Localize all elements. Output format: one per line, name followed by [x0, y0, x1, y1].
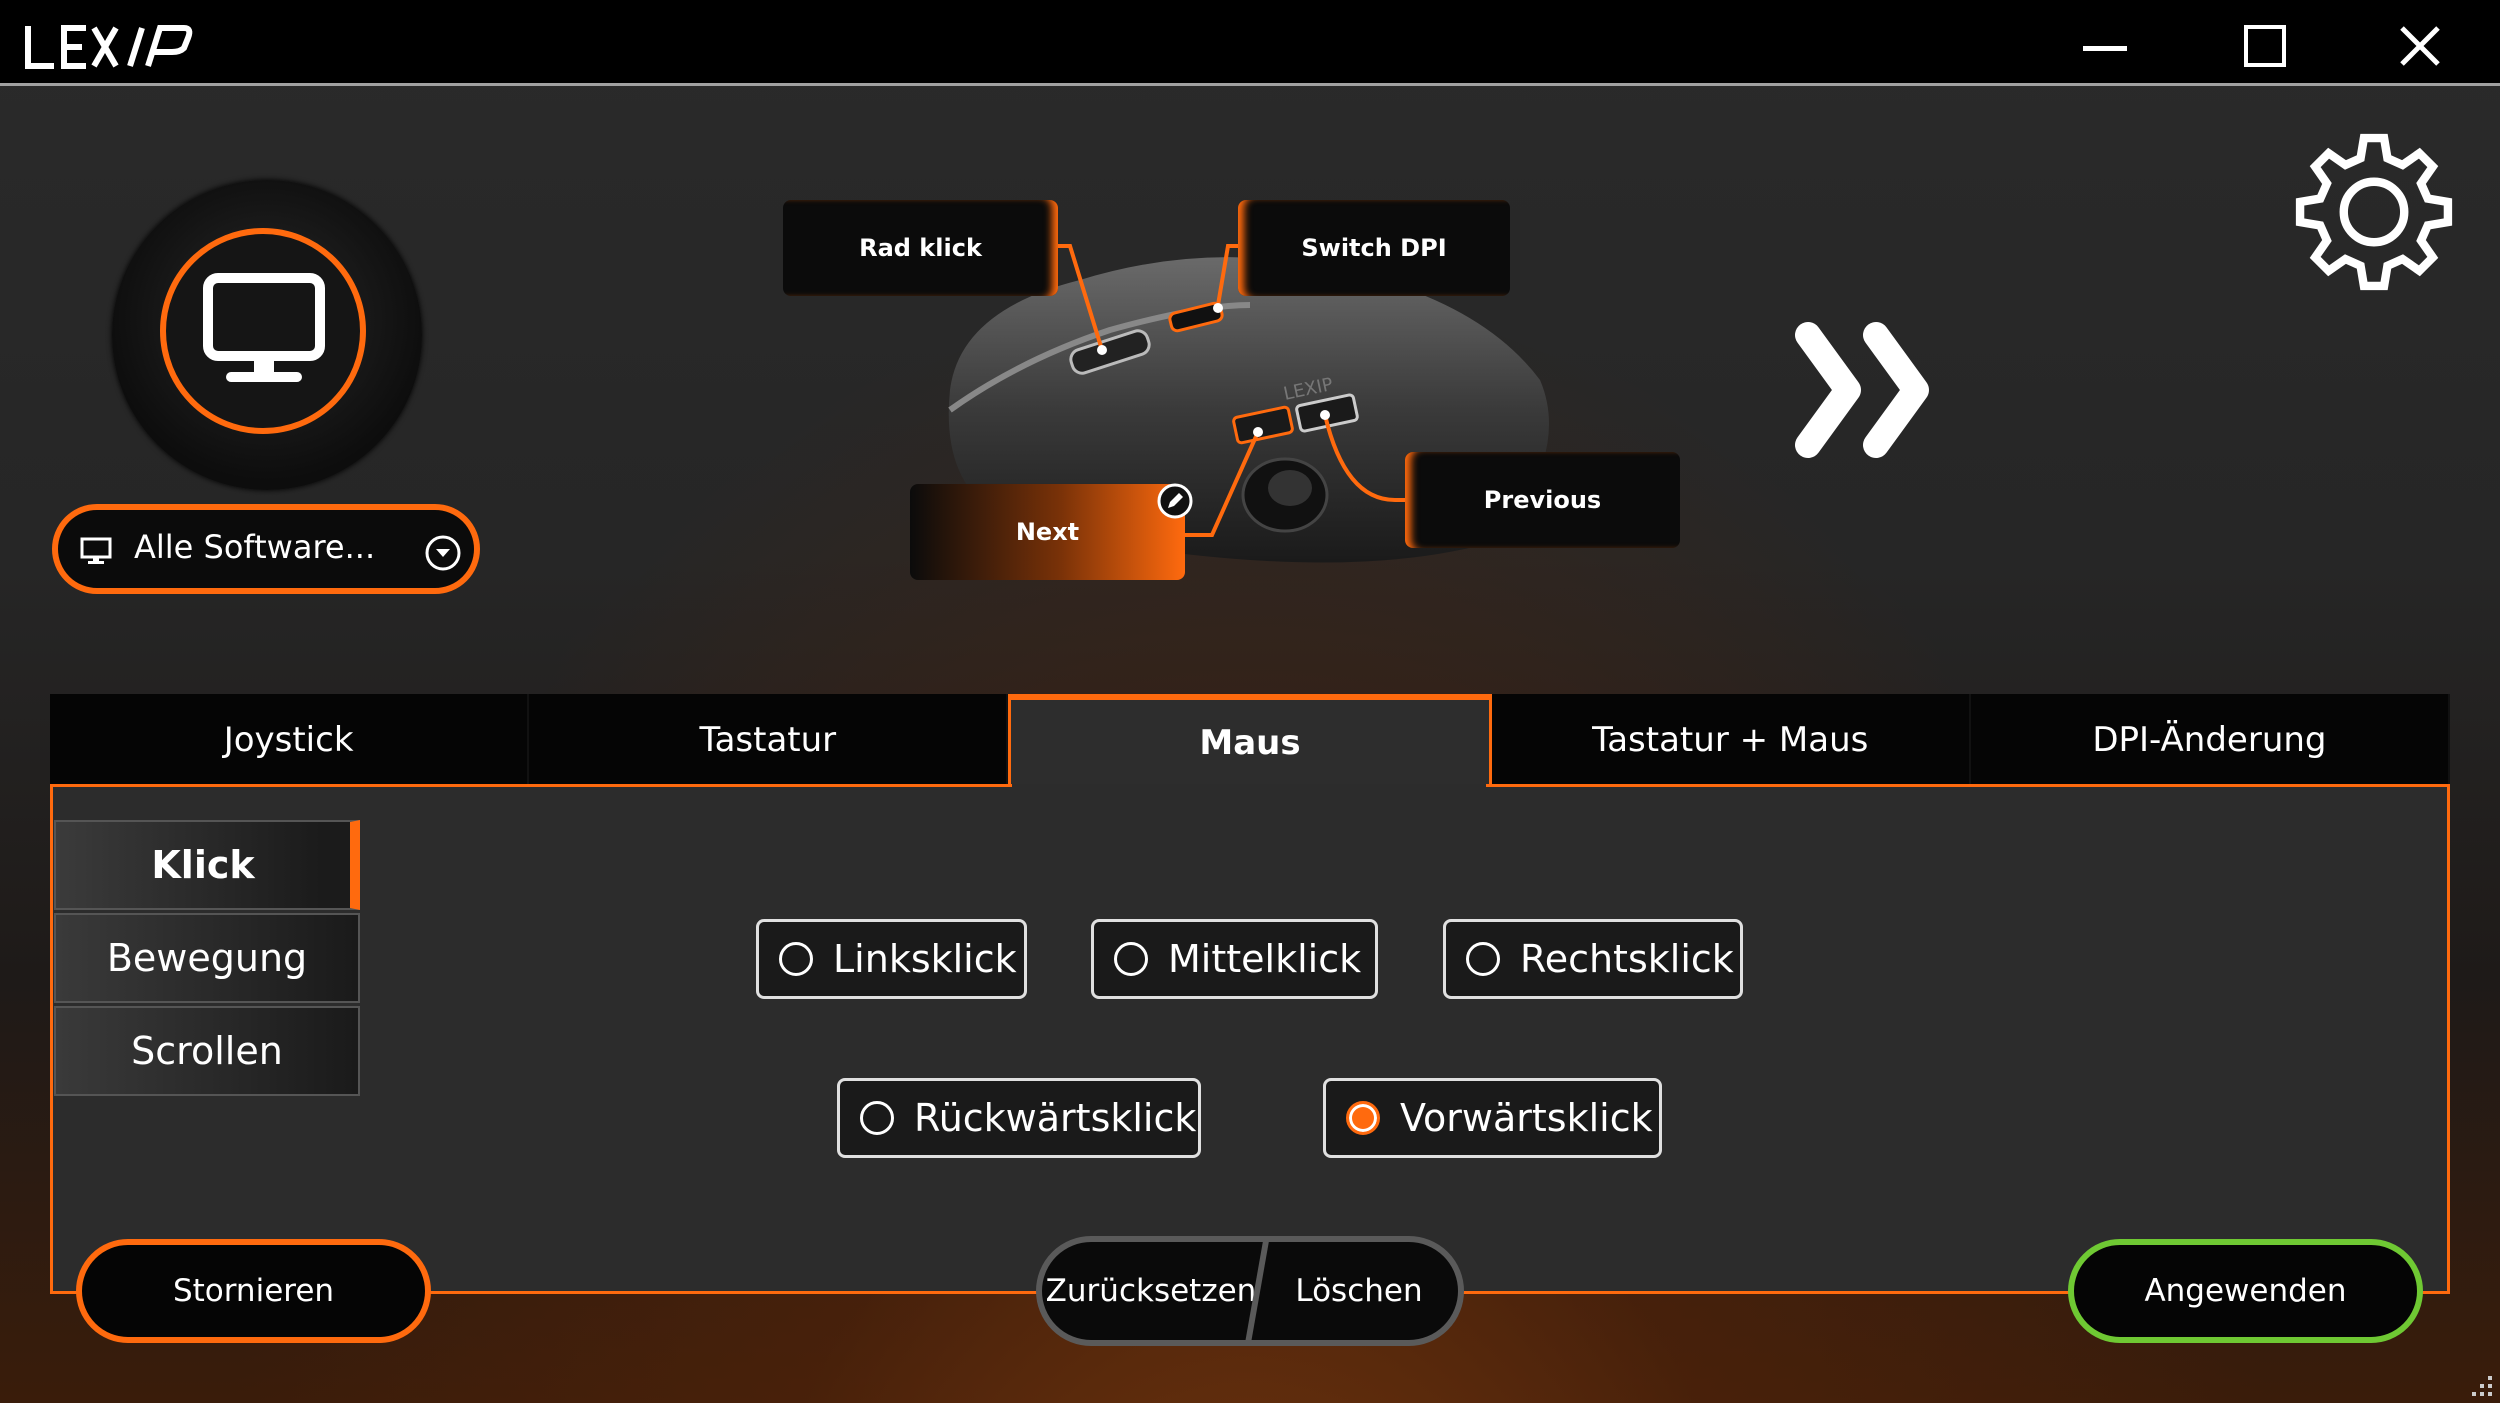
radio-vorwaertsklick[interactable]: Vorwärtsklick — [1323, 1078, 1662, 1158]
callout-switch-dpi-label: Switch DPI — [1301, 234, 1447, 262]
mouse-sidebar: Klick Bewegung Scrollen — [54, 820, 360, 1099]
lexip-logo — [25, 25, 193, 69]
reset-button[interactable]: Zurücksetzen — [1042, 1242, 1260, 1340]
sidebar-item-klick[interactable]: Klick — [54, 820, 360, 910]
callout-previous-label: Previous — [1483, 486, 1602, 514]
radio-rueckwaertsklick[interactable]: Rückwärtsklick — [837, 1078, 1201, 1158]
tab-maus[interactable]: Maus — [1008, 694, 1492, 786]
radio-linksklick[interactable]: Linksklick — [756, 919, 1027, 999]
tab-tastatur[interactable]: Tastatur — [529, 694, 1009, 786]
application-select-label: Alle Software... — [134, 528, 376, 566]
radio-circle — [779, 942, 813, 976]
radio-label: Linksklick — [833, 937, 1017, 981]
tab-dpi-aenderung[interactable]: DPI-Änderung — [1970, 694, 2451, 786]
tab-label: Tastatur — [699, 720, 837, 760]
edit-icon[interactable] — [1155, 481, 1195, 521]
gear-icon[interactable] — [2290, 128, 2458, 296]
callout-rad-klick-label: Rad klick — [859, 234, 982, 262]
double-chevron-right-icon[interactable] — [1790, 315, 1950, 465]
radio-circle — [860, 1101, 894, 1135]
category-tabs: Joystick Tastatur Maus Tastatur + Maus D… — [50, 694, 2451, 786]
sidebar-item-bewegung[interactable]: Bewegung — [54, 913, 360, 1003]
sidebar-item-label: Klick — [151, 843, 255, 887]
tab-label: Tastatur + Maus — [1592, 720, 1869, 760]
radio-circle — [1114, 942, 1148, 976]
delete-button[interactable]: Löschen — [1260, 1242, 1458, 1340]
resize-grip-icon[interactable] — [2460, 1360, 2496, 1400]
radio-label: Mittelklick — [1168, 937, 1362, 981]
reset-delete-group: Zurücksetzen Löschen — [1036, 1236, 1464, 1346]
tab-label: DPI-Änderung — [2092, 720, 2327, 760]
radio-circle — [1466, 942, 1500, 976]
callout-next[interactable]: Next — [910, 484, 1185, 580]
close-icon[interactable] — [2390, 18, 2450, 78]
tab-tastatur-maus[interactable]: Tastatur + Maus — [1491, 694, 1971, 786]
callout-previous[interactable]: Previous — [1405, 452, 1680, 548]
monitor-icon — [203, 273, 325, 382]
profile-icon-ring — [160, 228, 366, 434]
minimize-icon[interactable] — [2075, 18, 2135, 78]
tab-label: Maus — [1199, 723, 1301, 763]
callout-switch-dpi[interactable]: Switch DPI — [1238, 200, 1510, 296]
tab-label: Joystick — [223, 720, 354, 760]
apply-button-label: Angewenden — [2144, 1273, 2347, 1309]
radio-label: Rechtsklick — [1520, 937, 1734, 981]
sidebar-item-scrollen[interactable]: Scrollen — [54, 1006, 360, 1096]
callout-next-label: Next — [1015, 518, 1080, 546]
title-bar — [0, 0, 2500, 86]
delete-button-label: Löschen — [1295, 1273, 1423, 1309]
reset-button-label: Zurücksetzen — [1045, 1273, 1257, 1309]
sidebar-item-label: Bewegung — [106, 936, 308, 980]
radio-label: Vorwärtsklick — [1400, 1096, 1653, 1140]
apply-button[interactable]: Angewenden — [2068, 1239, 2423, 1343]
radio-mittelklick[interactable]: Mittelklick — [1091, 919, 1378, 999]
cancel-button-label: Stornieren — [172, 1273, 335, 1309]
sidebar-item-label: Scrollen — [131, 1029, 283, 1073]
panel-top-border-right — [1486, 784, 2450, 787]
application-select[interactable]: Alle Software... — [52, 504, 480, 594]
cancel-button[interactable]: Stornieren — [76, 1239, 431, 1343]
radio-circle-selected — [1346, 1101, 1380, 1135]
pc-icon — [80, 537, 112, 564]
panel-top-border-left — [50, 784, 1012, 787]
callout-rad-klick[interactable]: Rad klick — [783, 200, 1058, 296]
tab-joystick[interactable]: Joystick — [50, 694, 530, 786]
settings-panel — [50, 784, 2450, 1294]
maximize-icon[interactable] — [2235, 18, 2295, 78]
radio-rechtsklick[interactable]: Rechtsklick — [1443, 919, 1743, 999]
dropdown-icon[interactable] — [424, 534, 462, 572]
radio-label: Rückwärtsklick — [914, 1096, 1197, 1140]
profile-avatar[interactable] — [112, 180, 422, 490]
